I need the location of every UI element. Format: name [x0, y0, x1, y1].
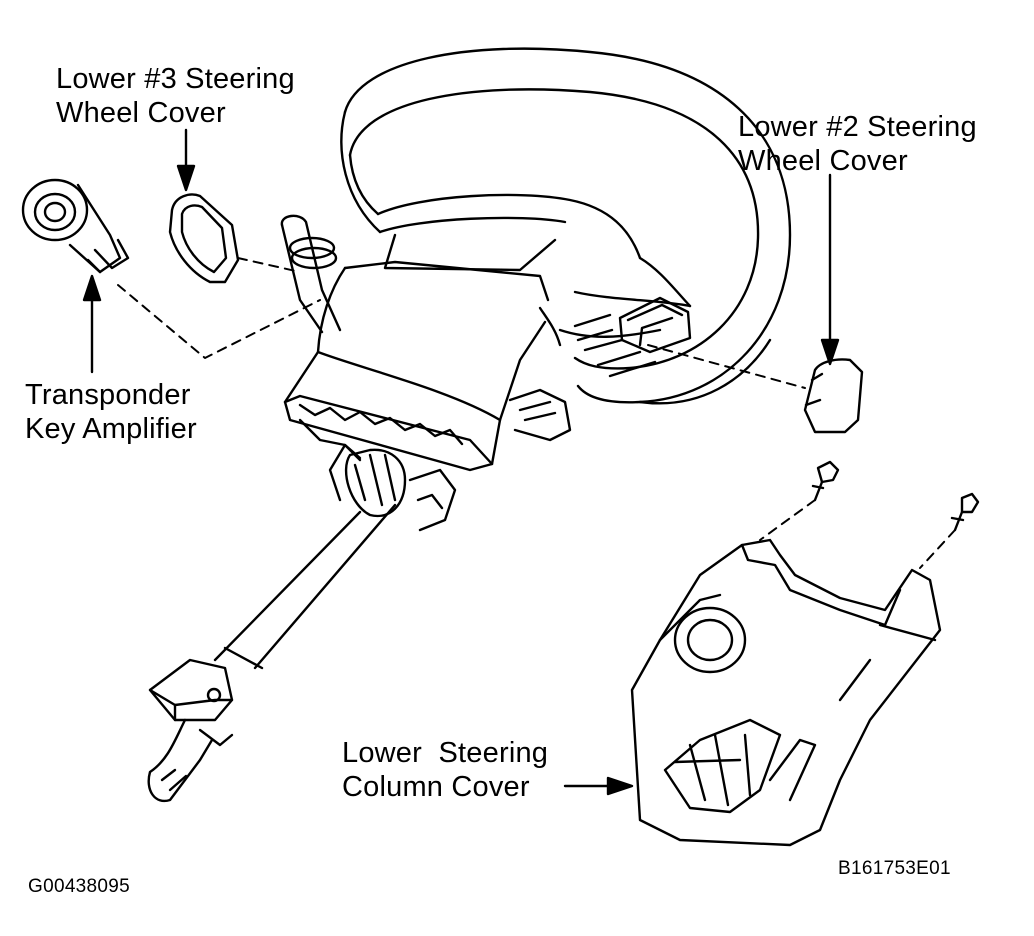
column-housing: [283, 260, 572, 472]
figure-code-right: B161753E01: [838, 858, 951, 879]
transponder-label-line2: Key Amplifier: [25, 413, 197, 445]
lower2-cover-label-line2: Wheel Cover: [738, 145, 908, 177]
steering-shaft: [213, 443, 457, 670]
transponder-label: Transponder Key Amplifier: [25, 378, 197, 446]
transponder-label-line1: Transponder: [25, 379, 191, 411]
arrow-lower2: [820, 173, 840, 366]
arrow-lower3: [176, 128, 196, 192]
lower2-cover-part: [803, 358, 864, 434]
universal-joint: [147, 658, 234, 803]
right-spoke-switch: [573, 296, 692, 378]
lower3-cover-label-line1: Lower #3 Steering: [56, 63, 295, 95]
figure-code-left: G00438095: [28, 876, 131, 897]
arrow-column-cover: [563, 776, 634, 796]
transponder-amplifier: [21, 178, 130, 274]
lower3-cover-part: [168, 193, 240, 284]
steering-wheel-hub: [376, 193, 692, 347]
screws: [811, 460, 980, 532]
lower3-cover-label-line2: Wheel Cover: [56, 97, 226, 129]
lower3-cover-label: Lower #3 Steering Wheel Cover: [56, 62, 295, 130]
lower-column-cover-part: [630, 538, 942, 847]
column-cover-label-line1: Lower Steering: [342, 737, 549, 769]
arrow-transponder: [82, 274, 102, 374]
lower2-cover-label-line1: Lower #2 Steering: [738, 111, 977, 143]
steering-wheel-rim: [340, 47, 792, 405]
column-cover-label-line2: Column Cover: [342, 771, 530, 803]
lower2-cover-label: Lower #2 Steering Wheel Cover: [738, 110, 977, 178]
upper-shaft: [280, 214, 342, 334]
column-cover-label: Lower Steering Column Cover: [342, 736, 548, 804]
assembly-lines: [117, 257, 956, 569]
